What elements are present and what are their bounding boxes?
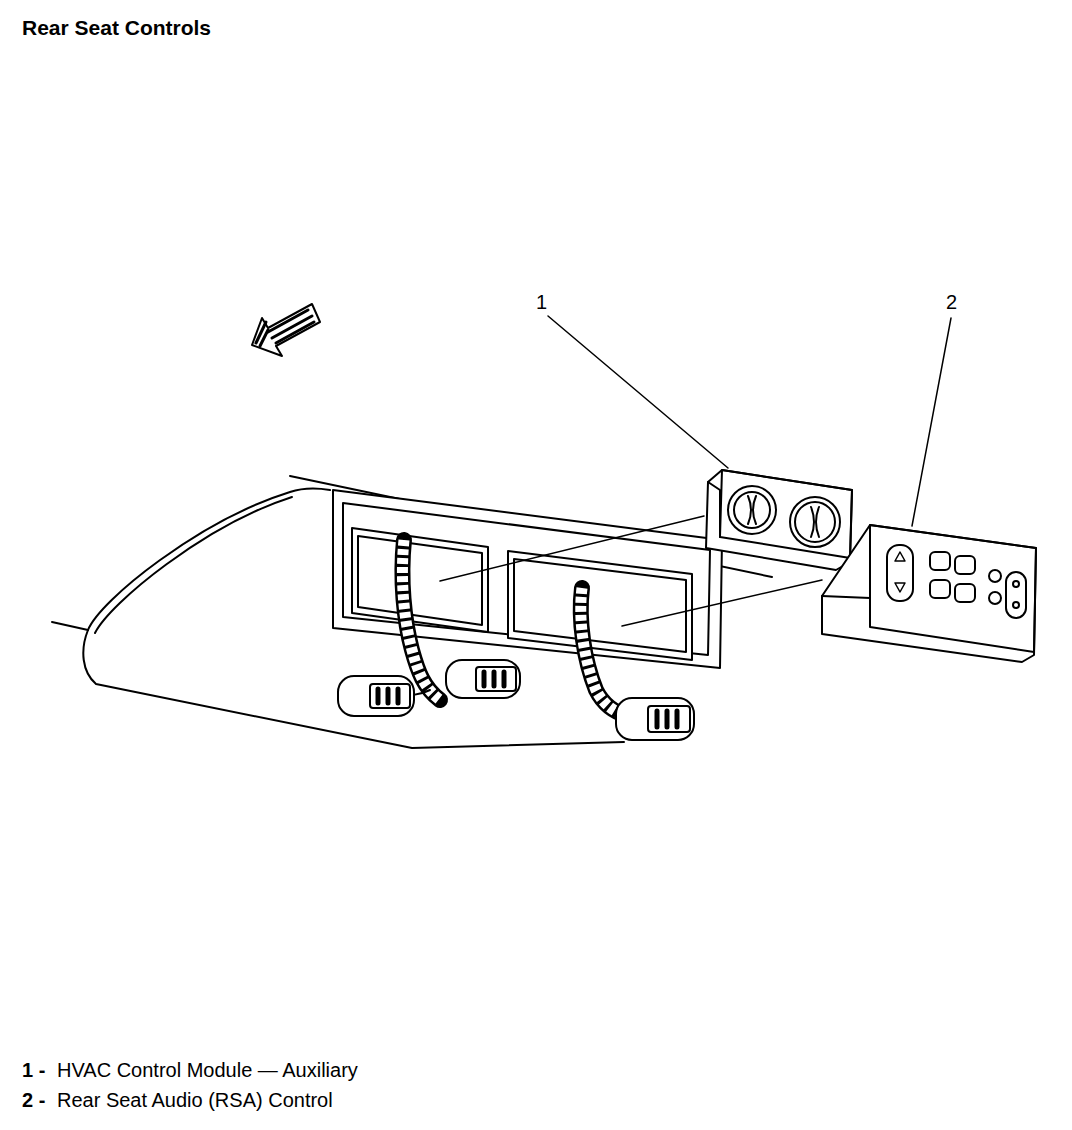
part-name: HVAC Control Module — Auxiliary	[57, 1059, 358, 1082]
diagram-title: Rear Seat Controls	[22, 16, 211, 40]
legend-key: 1 -	[22, 1059, 45, 1082]
wiring-harness	[395, 540, 628, 716]
hvac-control-module	[706, 470, 852, 570]
front-arrow	[252, 304, 320, 356]
overhead-console	[52, 476, 772, 748]
callout-number: 1	[536, 291, 547, 314]
part-name: Rear Seat Audio (RSA) Control	[57, 1089, 333, 1112]
rsa-control-module	[822, 525, 1036, 662]
leader-line	[548, 316, 951, 526]
electrical-connector	[338, 660, 694, 740]
callout-number: 2	[946, 291, 957, 314]
legend-key: 2 -	[22, 1089, 45, 1112]
